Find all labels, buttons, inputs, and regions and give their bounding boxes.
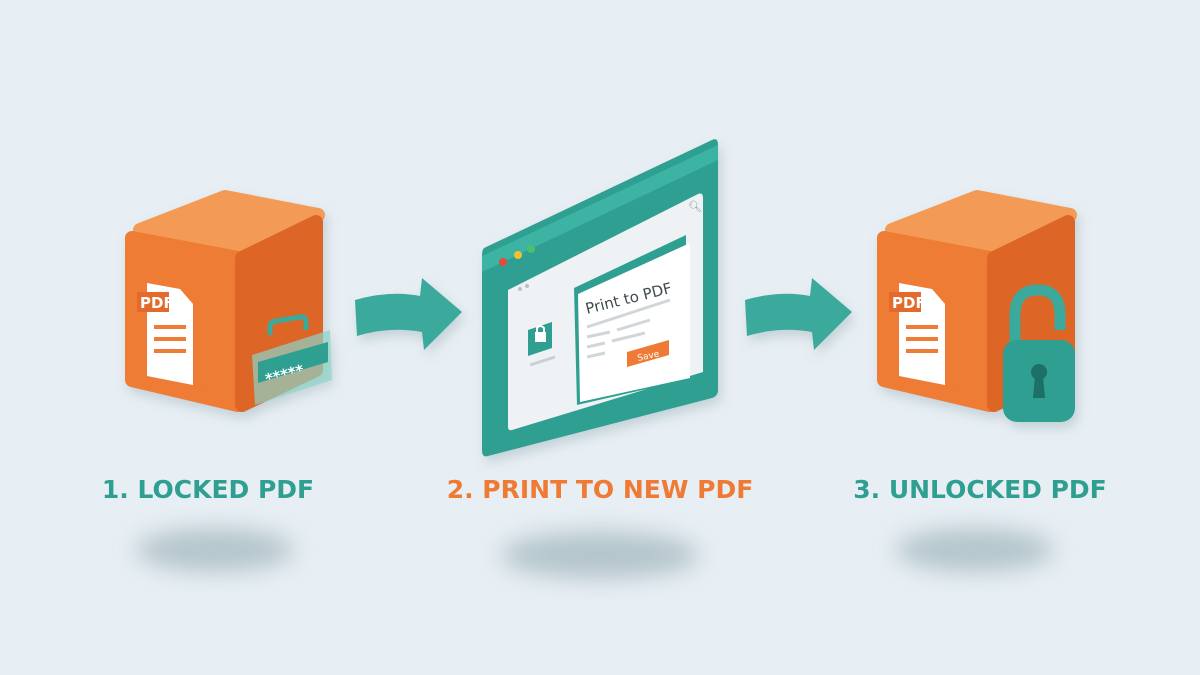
step-2-label: 2. PRINT TO NEW PDF — [447, 475, 754, 504]
lock-badge-icon — [528, 322, 552, 356]
locked-pdf-cube-icon: PDF ***** — [125, 190, 332, 412]
shadow-step-3 — [895, 528, 1055, 572]
pdf-file-icon: PDF — [889, 283, 945, 385]
password-field-icon: ***** — [252, 314, 332, 405]
save-button[interactable]: Save — [627, 340, 669, 367]
shadow-step-1 — [135, 528, 295, 572]
open-padlock-icon — [1003, 284, 1075, 422]
pdf-badge: PDF — [892, 294, 926, 312]
step-3-label: 3. UNLOCKED PDF — [853, 475, 1107, 504]
pdf-file-icon: PDF — [137, 283, 193, 385]
shadow-step-2 — [500, 531, 700, 579]
arrow-right-icon — [355, 278, 462, 350]
save-button-label: Save — [637, 349, 661, 363]
step-1-label: 1. LOCKED PDF — [102, 475, 314, 504]
browser-print-window-icon: 🔍︎ Print to PDF Save — [482, 139, 718, 457]
print-dialog: Print to PDF Save — [574, 235, 690, 405]
pdf-badge: PDF — [140, 294, 174, 312]
unlocked-pdf-cube-icon: PDF — [877, 190, 1077, 422]
search-icon: 🔍︎ — [688, 200, 702, 213]
arrow-right-icon — [745, 278, 852, 350]
